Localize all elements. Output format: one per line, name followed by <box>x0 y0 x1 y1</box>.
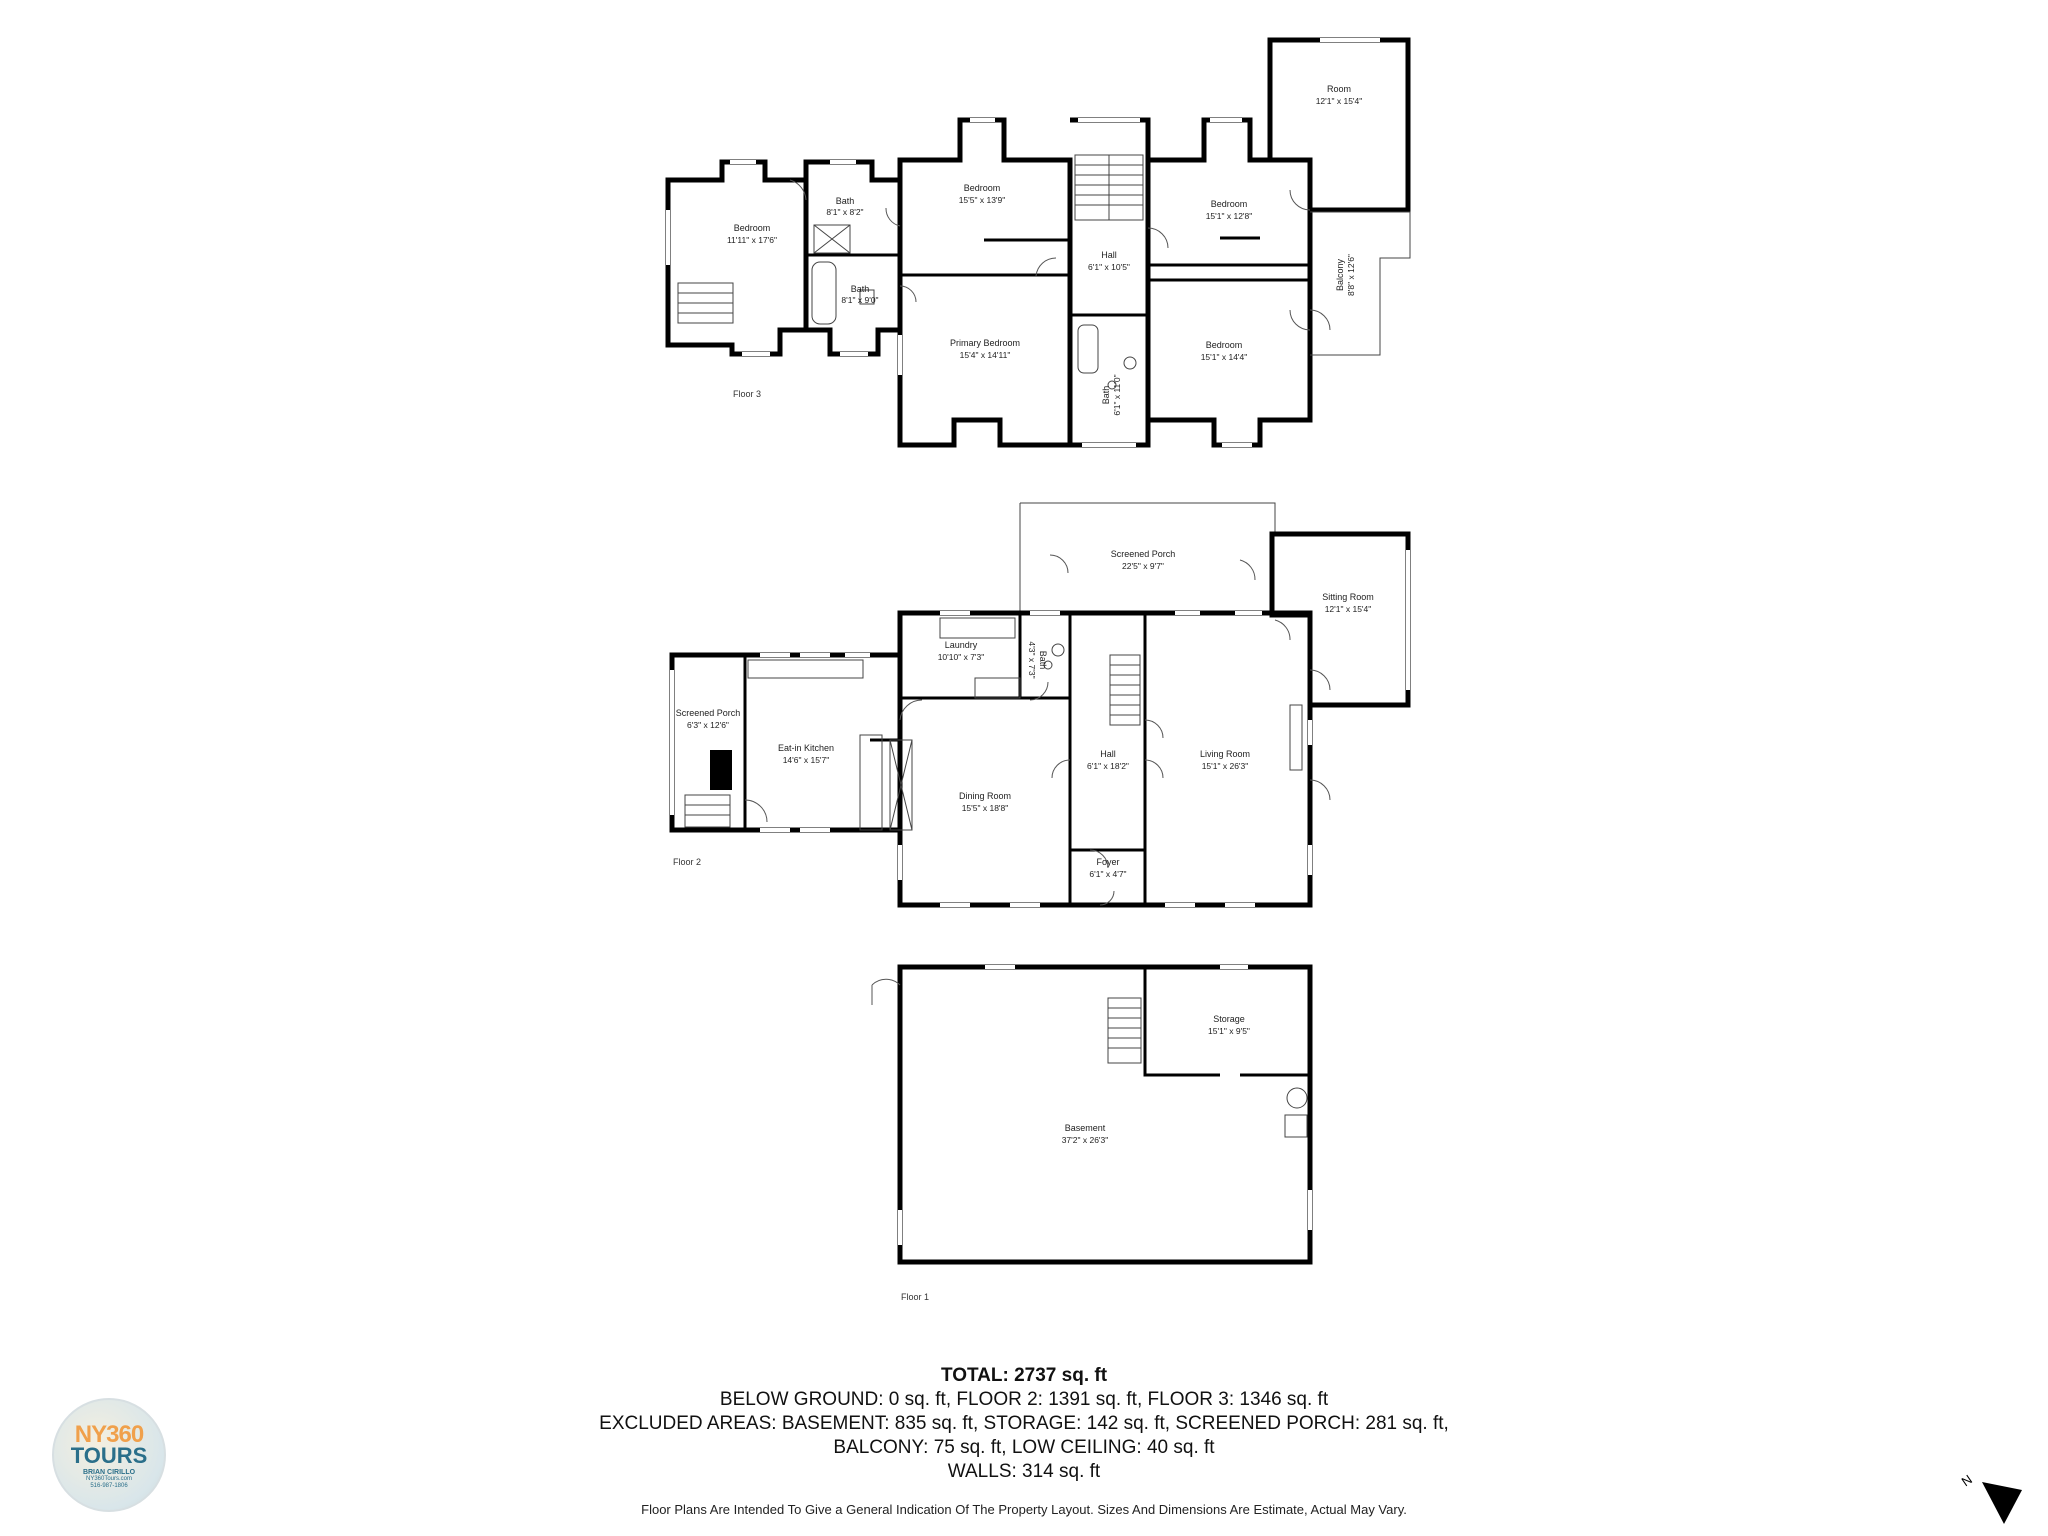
room-dims: 8'1" x 8'2" <box>826 207 863 217</box>
disclaimer: Floor Plans Are Intended To Give a Gener… <box>641 1502 1407 1517</box>
floor-3-plan: Bedroom 11'11" x 17'6" Bath 8'1" x 8'2" … <box>665 37 1411 448</box>
area-line: WALLS: 314 sq. ft <box>947 1461 1101 1482</box>
room-name: Balcony <box>1335 258 1345 291</box>
room-dims: 6'1" x 4'7" <box>1089 869 1126 879</box>
room-dims: 12'1" x 15'4" <box>1325 604 1372 614</box>
room-name: Bath <box>836 196 855 206</box>
room-name: Bedroom <box>1206 340 1243 350</box>
area-line: EXCLUDED AREAS: BASEMENT: 835 sq. ft, ST… <box>599 1413 1449 1434</box>
room-name: Hall <box>1101 250 1117 260</box>
room-name: Screened Porch <box>676 708 741 718</box>
room-dims: 15'5" x 18'8" <box>962 803 1009 813</box>
room-dims: 6'1" x 10'5" <box>1088 262 1130 272</box>
room-dims: 15'1" x 12'8" <box>1206 211 1253 221</box>
room-dims: 6'3" x 12'6" <box>687 720 729 730</box>
room-dims: 15'5" x 13'9" <box>959 195 1006 205</box>
room-dims: 12'1" x 15'4" <box>1316 96 1363 106</box>
room-name: Basement <box>1065 1123 1106 1133</box>
logo-ny: NY <box>74 1421 107 1448</box>
room-name: Storage <box>1213 1014 1245 1024</box>
room-dims: 4'3" x 7'3" <box>1027 641 1037 678</box>
room-name: Dining Room <box>959 791 1011 801</box>
room-name: Living Room <box>1200 749 1250 759</box>
room-name: Hall <box>1100 749 1116 759</box>
room-name: Bedroom <box>964 183 1001 193</box>
room-name: Bath <box>1038 651 1048 670</box>
logo-360: 360 <box>106 1421 144 1448</box>
floor-label: Floor 2 <box>673 857 701 867</box>
room-dims: 11'11" x 17'6" <box>727 235 777 245</box>
room-name: Laundry <box>945 640 978 650</box>
room-dims: 8'8" x 12'6" <box>1346 254 1356 296</box>
area-line: BELOW GROUND: 0 sq. ft, FLOOR 2: 1391 sq… <box>719 1389 1329 1410</box>
room-dims: 10'10" x 7'3" <box>938 652 985 662</box>
north-arrow-icon: N <box>1959 1472 2022 1524</box>
floor-2-plan: Screened Porch 22'5" x 9'7" Sitting Room… <box>669 502 1411 908</box>
logo-phone: 516-987-1806 <box>90 1483 128 1489</box>
company-logo: NY360 TOURS BRIAN CIRILLO NY360Tours.com… <box>52 1398 166 1512</box>
room-dims: 15'1" x 9'5" <box>1208 1026 1250 1036</box>
total-area: TOTAL: 2737 sq. ft <box>940 1365 1108 1386</box>
room-name: Bedroom <box>734 223 771 233</box>
room-dims: 14'6" x 15'7" <box>783 755 830 765</box>
floor-label: Floor 3 <box>733 389 761 399</box>
room-dims: 15'1" x 14'4" <box>1201 352 1248 362</box>
room-dims: 37'2" x 26'3" <box>1062 1135 1109 1145</box>
logo-site: NY360Tours.com <box>85 1476 133 1482</box>
room-name: Sitting Room <box>1322 592 1374 602</box>
room-name: Bath <box>1101 386 1111 405</box>
room-dims: 6'1" x 11'0" <box>1112 374 1122 415</box>
room-dims: 15'1" x 26'3" <box>1202 761 1249 771</box>
area-line: BALCONY: 75 sq. ft, LOW CEILING: 40 sq. … <box>833 1437 1215 1458</box>
room-dims: 8'1" x 9'0" <box>841 295 878 305</box>
logo-tours: TOURS <box>70 1443 148 1468</box>
room-name: Bedroom <box>1211 199 1248 209</box>
room-name: Eat-in Kitchen <box>778 743 834 753</box>
north-arrow-shape <box>1982 1482 2022 1524</box>
room-name: Foyer <box>1096 857 1119 867</box>
floor-label: Floor 1 <box>901 1292 929 1302</box>
room-dims: 15'4" x 14'11" <box>960 350 1011 360</box>
logo-name: BRIAN CIRILLO <box>82 1469 136 1476</box>
floor-1-plan: Storage 15'1" x 9'5" Basement 37'2" x 26… <box>871 964 1313 1302</box>
room-dims: 22'5" x 9'7" <box>1122 561 1164 571</box>
room-dims: 6'1" x 18'2" <box>1087 761 1129 771</box>
room-name: Primary Bedroom <box>950 338 1020 348</box>
room-name: Room <box>1327 84 1351 94</box>
room-name: Bath <box>851 284 870 294</box>
area-summary: TOTAL: 2737 sq. ft BELOW GROUND: 0 sq. f… <box>0 1364 2048 1484</box>
room-name: Screened Porch <box>1111 549 1176 559</box>
north-letter: N <box>1959 1472 1975 1490</box>
